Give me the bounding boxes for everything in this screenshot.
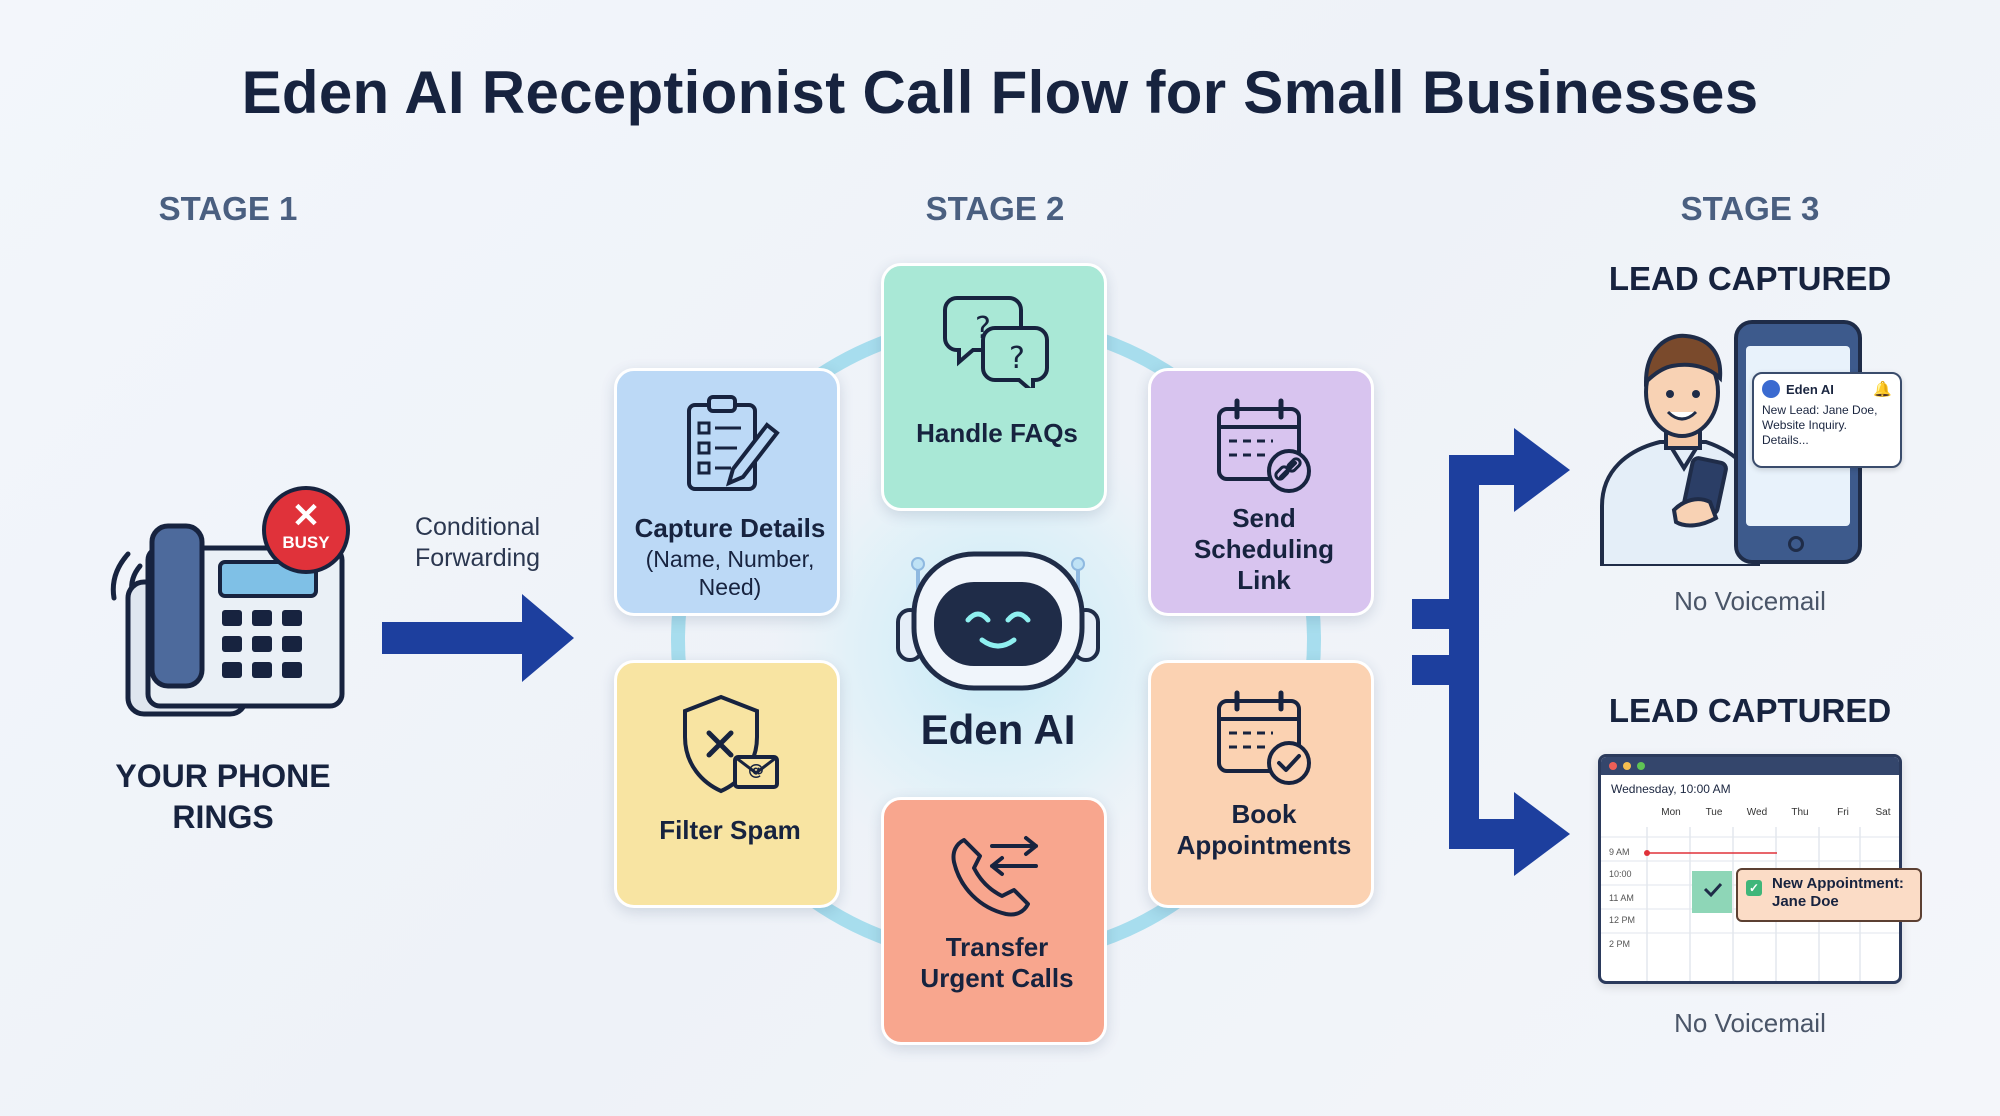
shield-spam-icon: @: [617, 691, 843, 795]
card-handle-faqs-label: Handle FAQs: [916, 418, 1078, 448]
phone-caption-line1: YOUR PHONE: [115, 758, 331, 794]
page-title: Eden AI Receptionist Call Flow for Small…: [241, 59, 1759, 126]
busy-icon: ✕: [291, 497, 321, 535]
calendar-date: Wednesday, 10:00 AM: [1611, 782, 1731, 796]
card-scheduling-line1: Send: [1232, 503, 1296, 533]
chat-question-icon: ? ?: [884, 288, 1110, 388]
card-capture-details-sub2: Need): [698, 574, 762, 600]
calendar-day: Mon: [1661, 807, 1681, 818]
svg-text:@: @: [748, 760, 764, 779]
phone-transfer-icon: [884, 826, 1110, 926]
calendar-time: 11 AM: [1609, 893, 1634, 903]
lead-captured-title-top: LEAD CAPTURED: [1608, 260, 1892, 297]
forwarding-line1: Conditional: [414, 513, 541, 541]
calendar-day: Tue: [1705, 807, 1723, 818]
window-zoom-dot: [1637, 762, 1645, 770]
eden-ai-robot: [888, 548, 1108, 703]
person-icon: [1600, 333, 1760, 568]
person-with-phone: [1596, 330, 1806, 571]
calendar-day: Wed: [1746, 807, 1768, 818]
card-book-line2: Appointments: [1176, 830, 1352, 860]
window-minimize-dot: [1623, 762, 1631, 770]
card-handle-faqs: ? ? Handle FAQs: [881, 263, 1107, 511]
notification-header: Eden AI 🔔: [1762, 380, 1892, 398]
card-book-line1: Book: [1231, 799, 1297, 829]
calendar-time: 10:00: [1609, 869, 1632, 879]
calendar-time: 9 AM: [1609, 847, 1630, 857]
stage-2-label: STAGE 2: [925, 190, 1065, 227]
card-capture-details: Capture Details (Name, Number, Need): [614, 368, 840, 616]
card-filter-spam-label: Filter Spam: [659, 815, 801, 845]
notification-line2: Website Inquiry.: [1762, 418, 1847, 432]
card-capture-details-label: Capture Details: [634, 513, 826, 543]
new-appointment-card: ✓ New Appointment: Jane Doe: [1736, 868, 1922, 922]
card-transfer-line2: Urgent Calls: [920, 963, 1074, 993]
desk-phone: [100, 486, 360, 731]
lead-captured-title-bottom: LEAD CAPTURED: [1608, 692, 1892, 729]
stage-1-label: STAGE 1: [158, 190, 298, 227]
card-book-appointments: Book Appointments: [1148, 660, 1374, 908]
card-filter-spam: @ Filter Spam: [614, 660, 840, 908]
forwarding-label: Conditional Forwarding: [395, 512, 560, 574]
card-capture-details-sub1: (Name, Number,: [645, 546, 815, 572]
lead-notification: Eden AI 🔔 New Lead: Jane Doe, Website In…: [1752, 372, 1902, 468]
forwarding-line2: Forwarding: [414, 544, 541, 572]
phone-caption-line2: RINGS: [172, 799, 274, 835]
eden-ai-label: Eden AI: [920, 706, 1076, 753]
no-voicemail-top: No Voicemail: [1674, 586, 1826, 616]
notification-line1: New Lead: Jane Doe,: [1762, 403, 1878, 417]
home-button: [1788, 536, 1804, 552]
calendar-day: Fri: [1837, 807, 1849, 818]
calendar-titlebar: [1601, 757, 1899, 775]
card-scheduling-line2: Scheduling: [1193, 534, 1335, 564]
card-transfer-urgent-calls: Transfer Urgent Calls: [881, 797, 1107, 1045]
check-icon: ✓: [1746, 880, 1762, 896]
appointment-line1: New Appointment:: [1772, 875, 1904, 892]
stage-3-label: STAGE 3: [1680, 190, 1820, 227]
appointment-line2: Jane Doe: [1772, 893, 1839, 910]
branch-arrow-top: [1514, 428, 1570, 512]
branch-arrow-bottom: [1514, 792, 1570, 876]
clipboard-icon: [617, 391, 843, 495]
calendar-link-icon: [1151, 395, 1377, 495]
avatar: [1762, 380, 1780, 398]
card-send-scheduling-link: Send Scheduling Link: [1148, 368, 1374, 616]
phone-caption: YOUR PHONE RINGS: [90, 756, 356, 838]
notification-line3: Details...: [1762, 433, 1809, 447]
card-transfer-line1: Transfer: [945, 932, 1049, 962]
calendar-time: 12 PM: [1609, 915, 1636, 925]
window-close-dot: [1609, 762, 1617, 770]
calendar-time: 2 PM: [1609, 939, 1631, 949]
busy-badge: ✕ BUSY: [262, 486, 350, 574]
no-voicemail-bottom: No Voicemail: [1674, 1008, 1826, 1038]
notification-app-name: Eden AI: [1786, 381, 1834, 397]
card-scheduling-line3: Link: [1237, 565, 1291, 595]
branch-bracket: [1412, 455, 1518, 849]
phone-icon: [110, 523, 345, 717]
svg-text:?: ?: [1009, 341, 1025, 376]
busy-badge-label: BUSY: [282, 533, 330, 552]
forward-arrow: [382, 594, 574, 682]
calendar-day: Thu: [1791, 807, 1809, 818]
calendar-check-icon: [1151, 687, 1377, 787]
robot-icon: [896, 551, 1100, 691]
bell-icon: 🔔: [1873, 380, 1892, 398]
calendar-day: Sat: [1875, 807, 1891, 818]
